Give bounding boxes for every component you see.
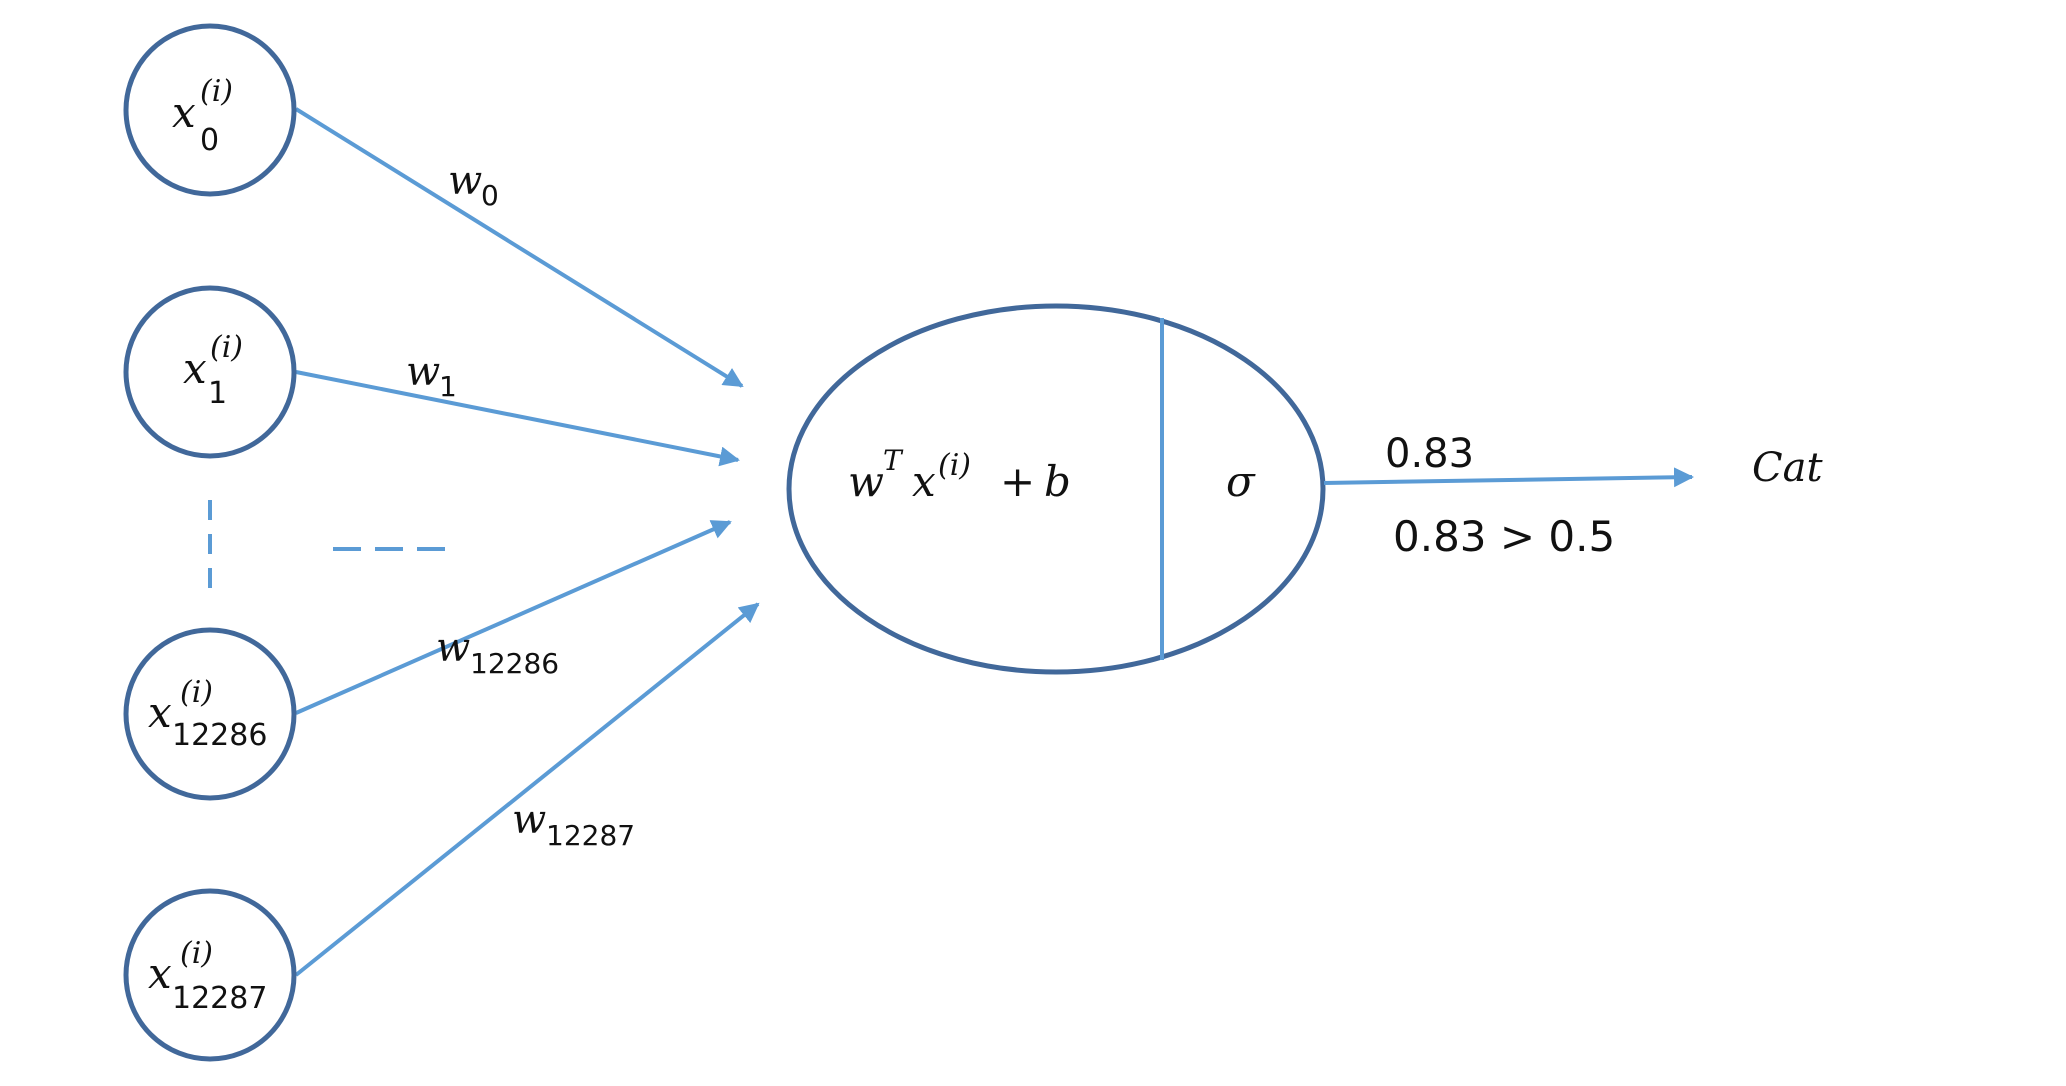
input-node-x1: x (i) 1 <box>123 285 297 459</box>
edge-x12286-to-neuron <box>295 520 732 715</box>
neuron: w T x (i) + b σ <box>786 303 1326 675</box>
input-label-x12287-symbol: x <box>148 949 172 998</box>
input-label-x12286-superscript: (i) <box>180 675 213 710</box>
output-probability: 0.83 <box>1385 431 1474 477</box>
weight-w12286-subscript: 12286 <box>470 647 559 680</box>
weight-w1-symbol: w <box>406 349 440 395</box>
weight-w0-subscript: 0 <box>481 179 499 212</box>
linear-combination-formula: w T x (i) + b <box>848 444 1071 506</box>
weight-w12287-symbol: w <box>512 797 546 843</box>
input-label-x1-superscript: (i) <box>210 330 243 365</box>
input-node-x0: x (i) 0 <box>123 23 297 197</box>
input-label-x12286-subscript: 12286 <box>172 718 267 753</box>
input-label-x1-symbol: x <box>183 344 207 393</box>
edge-x12287-to-neuron <box>294 602 760 977</box>
input-node-x12286: x (i) 12286 <box>123 627 297 801</box>
threshold-comparison: 0.83 > 0.5 <box>1393 512 1615 561</box>
weight-label-w1: w 1 <box>406 349 457 403</box>
weight-label-w12286: w 12286 <box>436 625 559 680</box>
input-label-x0-symbol: x <box>172 88 196 137</box>
weight-w12287-subscript: 12287 <box>546 819 635 852</box>
weight-w0-symbol: w <box>448 158 482 204</box>
weight-w1-subscript: 1 <box>439 370 457 403</box>
edge-x0-to-neuron <box>294 107 744 388</box>
formula-w: w <box>848 457 884 506</box>
formula-superscript: (i) <box>938 448 971 483</box>
predicted-class-label: Cat <box>1752 445 1823 491</box>
input-node-x12287: x (i) 12287 <box>123 888 297 1062</box>
input-label-x12287-superscript: (i) <box>180 936 213 971</box>
weight-w12286-symbol: w <box>436 625 470 671</box>
formula-plus: + <box>1000 457 1035 506</box>
formula-x: x <box>912 457 936 506</box>
input-label-x12287-subscript: 12287 <box>172 981 267 1016</box>
formula-b: b <box>1044 457 1071 506</box>
sigmoid-activation-symbol: σ <box>1226 457 1256 506</box>
output-edge <box>1323 467 1694 488</box>
edge-x1-to-neuron <box>295 370 740 467</box>
input-label-x0-superscript: (i) <box>200 74 233 109</box>
input-label-x1-subscript: 1 <box>208 376 227 411</box>
input-label-x12286-symbol: x <box>148 688 172 737</box>
input-label-x0-subscript: 0 <box>200 123 219 158</box>
formula-transpose: T <box>883 444 904 477</box>
weight-label-w12287: w 12287 <box>512 797 635 852</box>
weight-label-w0: w 0 <box>448 158 499 212</box>
